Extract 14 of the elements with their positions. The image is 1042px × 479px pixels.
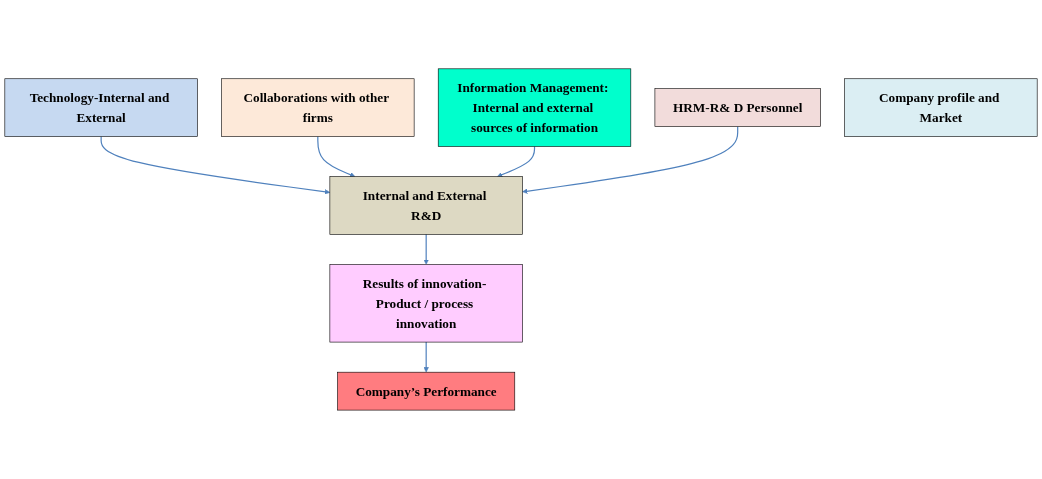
arrow — [497, 145, 536, 178]
node-box: Information Management: Internal and external sources of information — [437, 68, 632, 147]
node-box: Company’s Performance — [337, 371, 516, 411]
arrow — [317, 135, 356, 178]
node-box: Technology-Internal and External — [4, 78, 198, 137]
arrow — [423, 341, 429, 373]
node-box: Results of innovation- Product / process innovation — [329, 264, 523, 343]
node-box: HRM-R& D Personnel — [654, 88, 821, 127]
arrow — [423, 233, 429, 265]
node-box: Company profile and Market — [844, 78, 1038, 137]
arrow — [100, 135, 331, 195]
node-box: Collaborations with other firms — [221, 78, 415, 137]
arrow — [522, 126, 739, 194]
node-box: Internal and External R&D — [329, 176, 523, 235]
